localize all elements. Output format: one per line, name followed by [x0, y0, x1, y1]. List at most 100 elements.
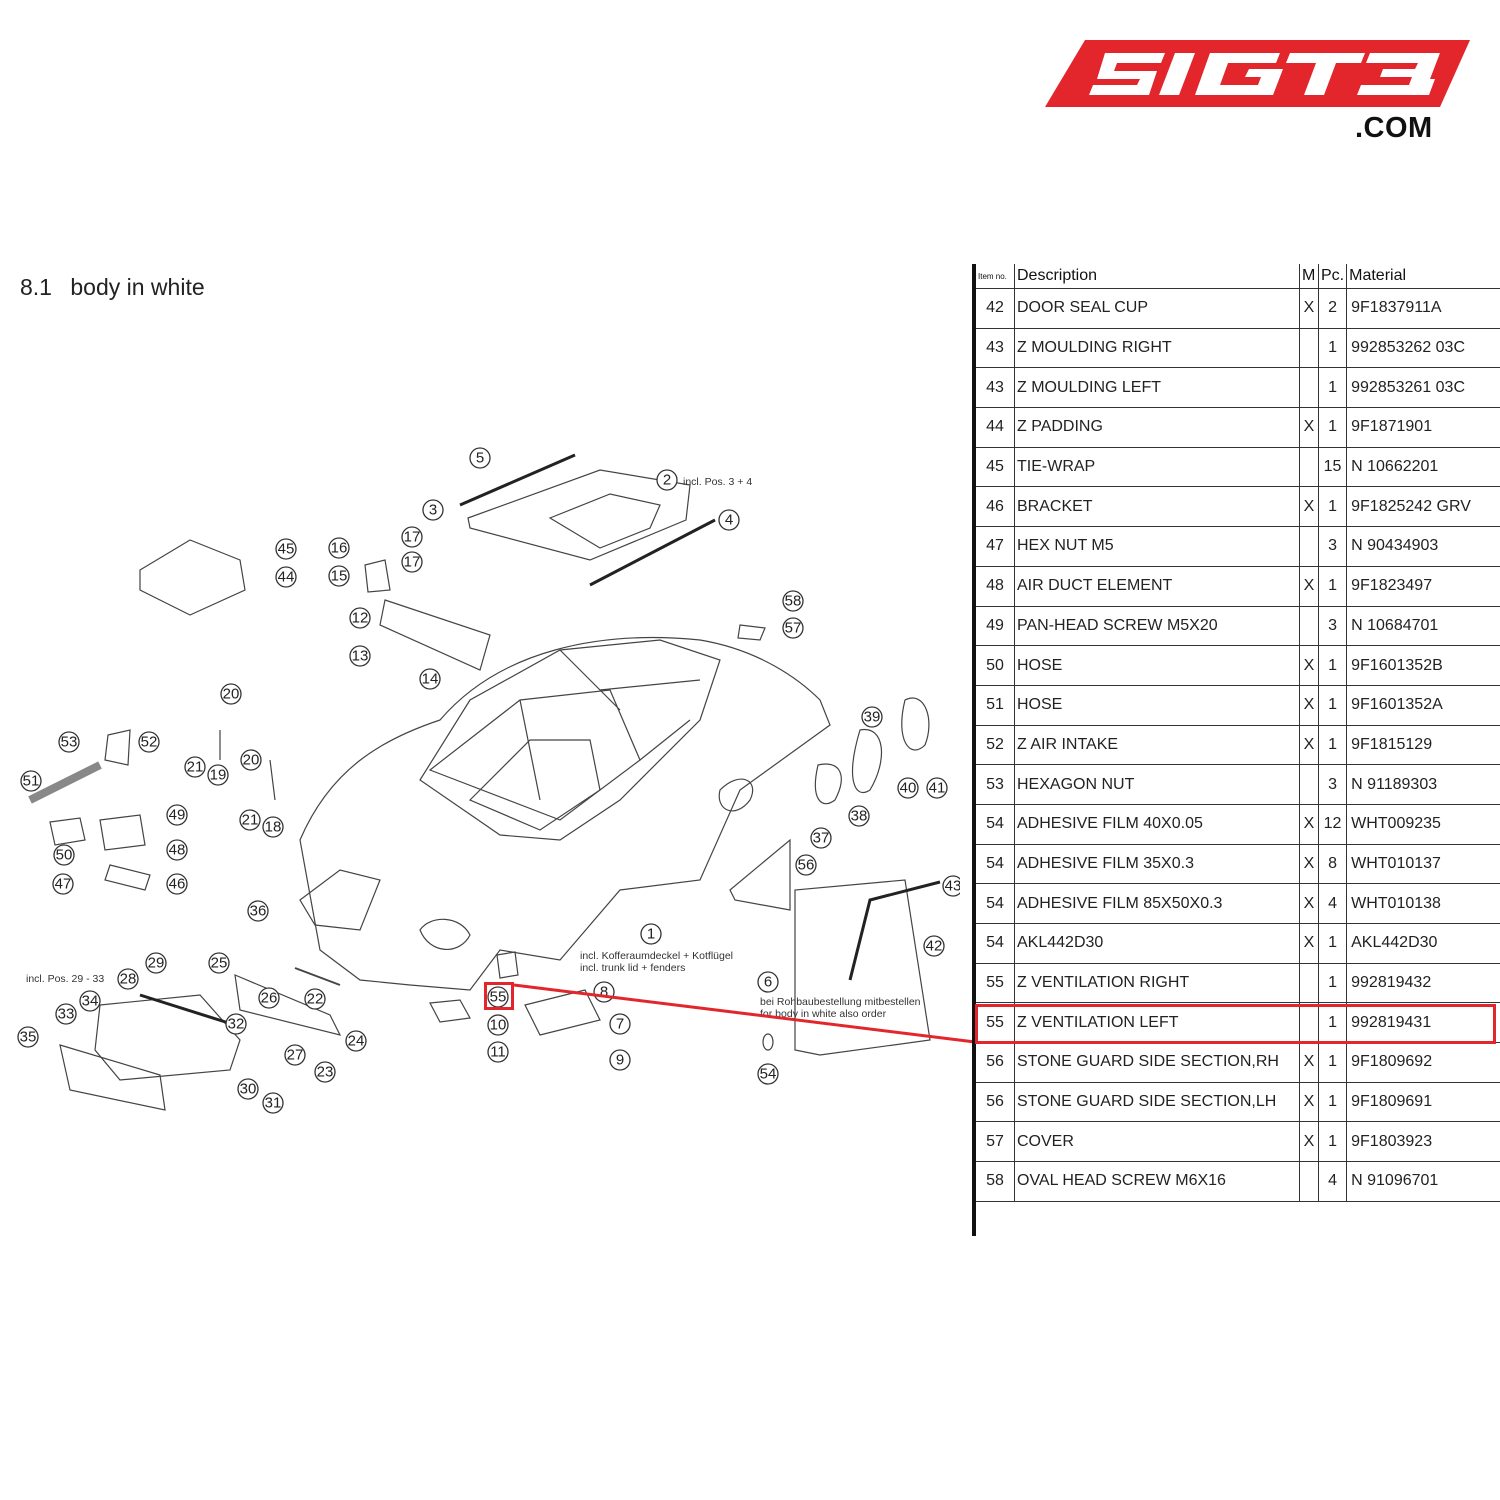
callout-21b[interactable]: 21 [239, 809, 261, 831]
cell-m [1299, 367, 1319, 409]
callout-21a[interactable]: 21 [184, 756, 206, 778]
callout-19[interactable]: 19 [207, 764, 229, 786]
cell-description: HOSE [1014, 685, 1300, 726]
callout-3[interactable]: 3 [422, 499, 444, 521]
callout-41[interactable]: 41 [926, 777, 948, 799]
cell-m [1299, 764, 1319, 805]
callout-10[interactable]: 10 [487, 1014, 509, 1036]
callout-44[interactable]: 44 [275, 566, 297, 588]
callout-50[interactable]: 50 [53, 844, 75, 866]
callout-12[interactable]: 12 [349, 607, 371, 629]
callout-37[interactable]: 37 [810, 827, 832, 849]
callout-18[interactable]: 18 [262, 816, 284, 838]
callout-6[interactable]: 6 [757, 971, 779, 993]
cell-description: Z PADDING [1014, 407, 1300, 448]
cell-pc: 1 [1318, 328, 1348, 369]
callout-35[interactable]: 35 [17, 1026, 39, 1048]
callout-42[interactable]: 42 [923, 935, 945, 957]
callout-13[interactable]: 13 [349, 645, 371, 667]
callout-40[interactable]: 40 [897, 777, 919, 799]
cell-item: 54 [976, 804, 1015, 845]
callout-46[interactable]: 46 [166, 873, 188, 895]
callout-25[interactable]: 25 [208, 952, 230, 974]
cell-pc: 1 [1318, 963, 1348, 1004]
callout-7[interactable]: 7 [609, 1013, 631, 1035]
cell-material: 9F1823497 [1346, 566, 1500, 607]
callout-27[interactable]: 27 [284, 1044, 306, 1066]
callout-54[interactable]: 54 [757, 1063, 779, 1085]
callout-53[interactable]: 53 [58, 731, 80, 753]
callout-49[interactable]: 49 [166, 804, 188, 826]
cell-m [1299, 963, 1319, 1004]
callout-17b[interactable]: 17 [401, 551, 423, 573]
cell-item: 42 [976, 288, 1015, 329]
callout-20b[interactable]: 20 [240, 749, 262, 771]
callout-58[interactable]: 58 [782, 590, 804, 612]
callout-22[interactable]: 22 [304, 988, 326, 1010]
svg-text:33: 33 [58, 1006, 75, 1023]
callout-5[interactable]: 5 [469, 447, 491, 469]
callout-11[interactable]: 11 [487, 1041, 509, 1063]
callout-20a[interactable]: 20 [220, 683, 242, 705]
callout-26[interactable]: 26 [258, 987, 280, 1009]
callout-48[interactable]: 48 [166, 839, 188, 861]
cell-m [1299, 526, 1319, 567]
callout-14[interactable]: 14 [419, 668, 441, 690]
callout-43[interactable]: 43 [942, 875, 960, 897]
svg-text:2: 2 [663, 472, 671, 489]
callout-4[interactable]: 4 [718, 509, 740, 531]
cell-pc: 1 [1318, 725, 1348, 766]
note-pos-1-de: incl. Kofferaumdeckel + Kotflügel [580, 950, 734, 962]
callout-57[interactable]: 57 [782, 617, 804, 639]
callout-51[interactable]: 51 [20, 770, 42, 792]
callout-52[interactable]: 52 [138, 731, 160, 753]
row-highlight-55-left [975, 1004, 1496, 1044]
callout-47[interactable]: 47 [52, 873, 74, 895]
callout-24[interactable]: 24 [345, 1030, 367, 1052]
callout-34[interactable]: 34 [79, 990, 101, 1012]
callout-39[interactable]: 39 [861, 706, 883, 728]
callout-8[interactable]: 8 [593, 981, 615, 1003]
callout-36[interactable]: 36 [247, 900, 269, 922]
callout-32[interactable]: 32 [225, 1013, 247, 1035]
callout-28[interactable]: 28 [117, 968, 139, 990]
callout-16[interactable]: 16 [328, 537, 350, 559]
callout-38[interactable]: 38 [848, 805, 870, 827]
callout-29[interactable]: 29 [145, 952, 167, 974]
callout-17a[interactable]: 17 [401, 526, 423, 548]
callout-23[interactable]: 23 [314, 1061, 336, 1083]
callout-56[interactable]: 56 [795, 854, 817, 876]
callout-2[interactable]: 2 [656, 469, 678, 491]
callout-33[interactable]: 33 [55, 1003, 77, 1025]
callout-9[interactable]: 9 [609, 1049, 631, 1071]
callout-1[interactable]: 1 [640, 923, 662, 945]
callout-30[interactable]: 30 [237, 1078, 259, 1100]
callout-45[interactable]: 45 [275, 538, 297, 560]
callout-55[interactable]: 55 [487, 986, 509, 1008]
callout-31[interactable]: 31 [262, 1092, 284, 1114]
callout-15[interactable]: 15 [328, 565, 350, 587]
